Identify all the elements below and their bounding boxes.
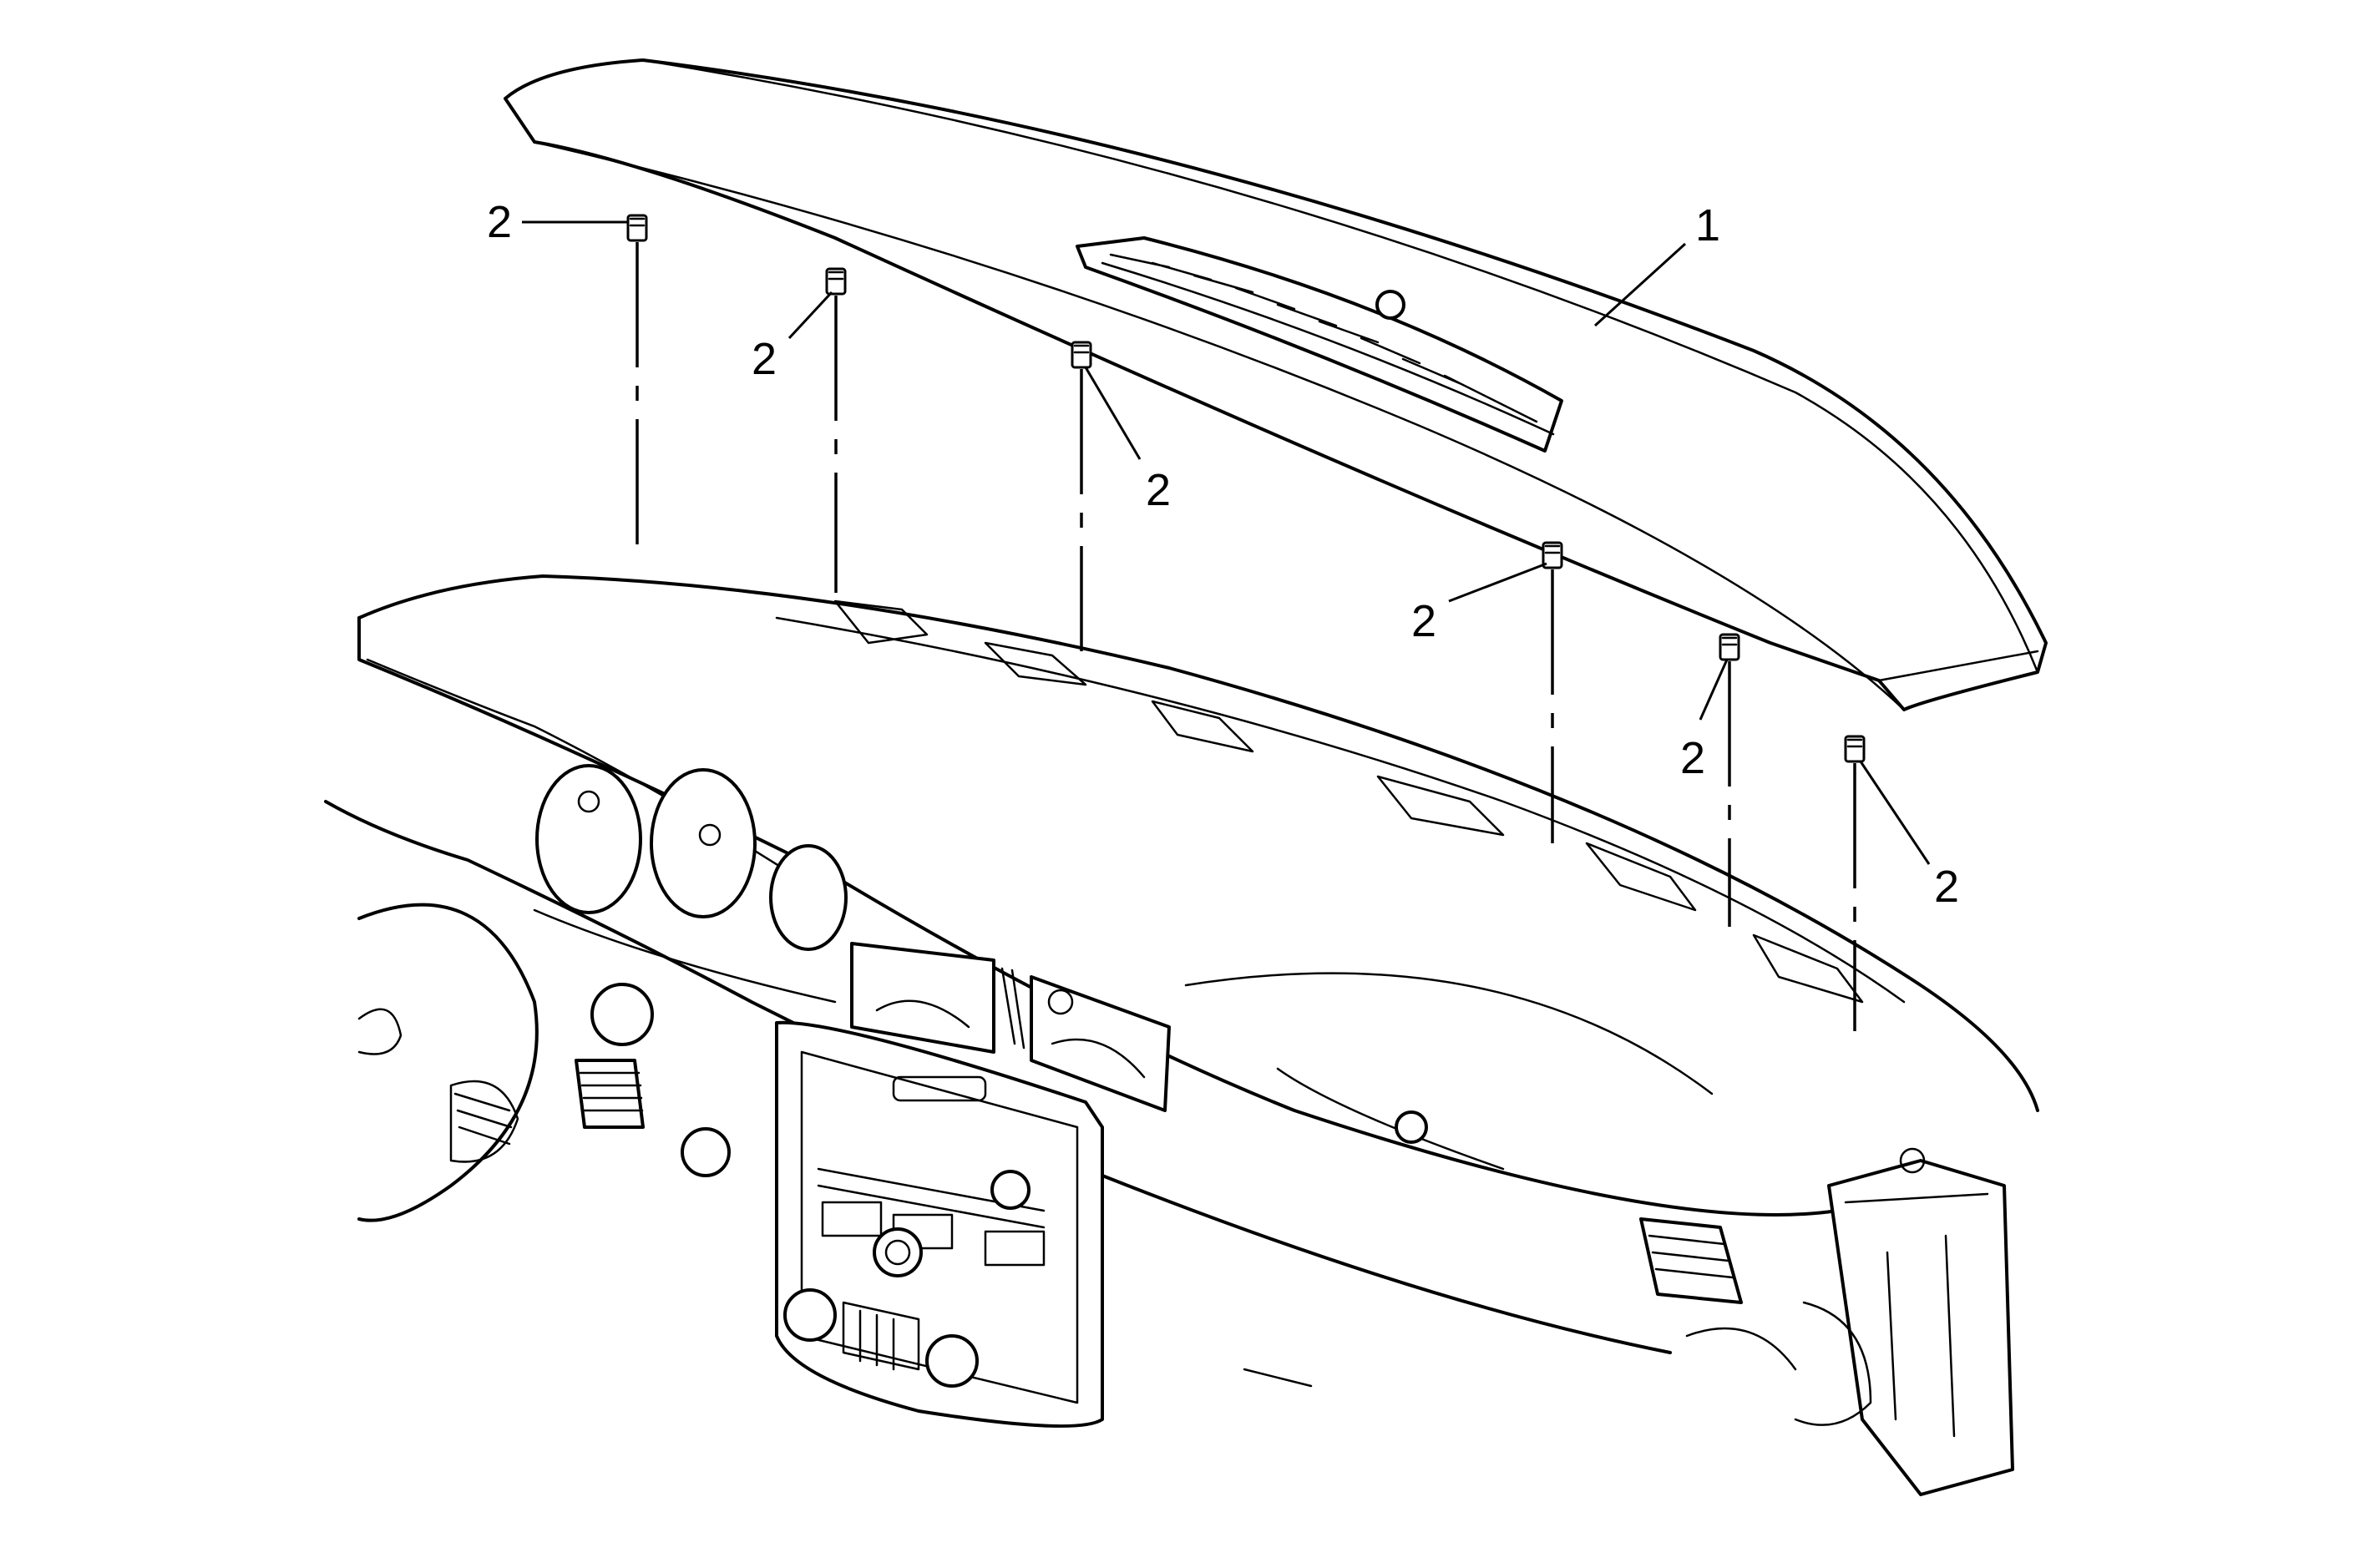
clip-b: [825, 267, 847, 296]
callouts: 1 2 2 2 2 2 2: [487, 197, 1959, 912]
callout-clip-b: 2: [752, 334, 777, 384]
clip-f: [1844, 735, 1866, 763]
right-vent: [1639, 1217, 1743, 1304]
passenger-airbag-area: [1184, 972, 1714, 1388]
dash-top-details: [833, 599, 1864, 1004]
instrument-cluster: [533, 764, 848, 1004]
callout-part-1: 1: [1695, 200, 1720, 250]
right-end-bracket: [1685, 1147, 2014, 1496]
steering-wheel: [357, 903, 539, 1222]
clip-c: [1071, 341, 1092, 369]
alignment-lines: [636, 242, 1856, 1031]
callout-clip-f: 2: [1934, 862, 1959, 912]
instrument-panel: [324, 574, 2039, 1496]
callout-clip-c: 2: [1146, 465, 1171, 515]
defroster-grille: [1076, 236, 1563, 453]
retainer-clips: [626, 214, 1866, 763]
leader-lines: [522, 220, 1931, 865]
center-vents: [850, 942, 1171, 1112]
callout-clip-e: 2: [1680, 733, 1705, 783]
callout-clip-d: 2: [1411, 596, 1436, 646]
clip-e: [1719, 633, 1740, 661]
upper-trim-panel: [504, 58, 2048, 711]
clip-d: [1542, 541, 1563, 569]
left-vent: [575, 983, 731, 1177]
clip-a: [626, 214, 648, 242]
center-stack: [775, 1020, 1104, 1428]
callout-clip-a: 2: [487, 197, 512, 247]
